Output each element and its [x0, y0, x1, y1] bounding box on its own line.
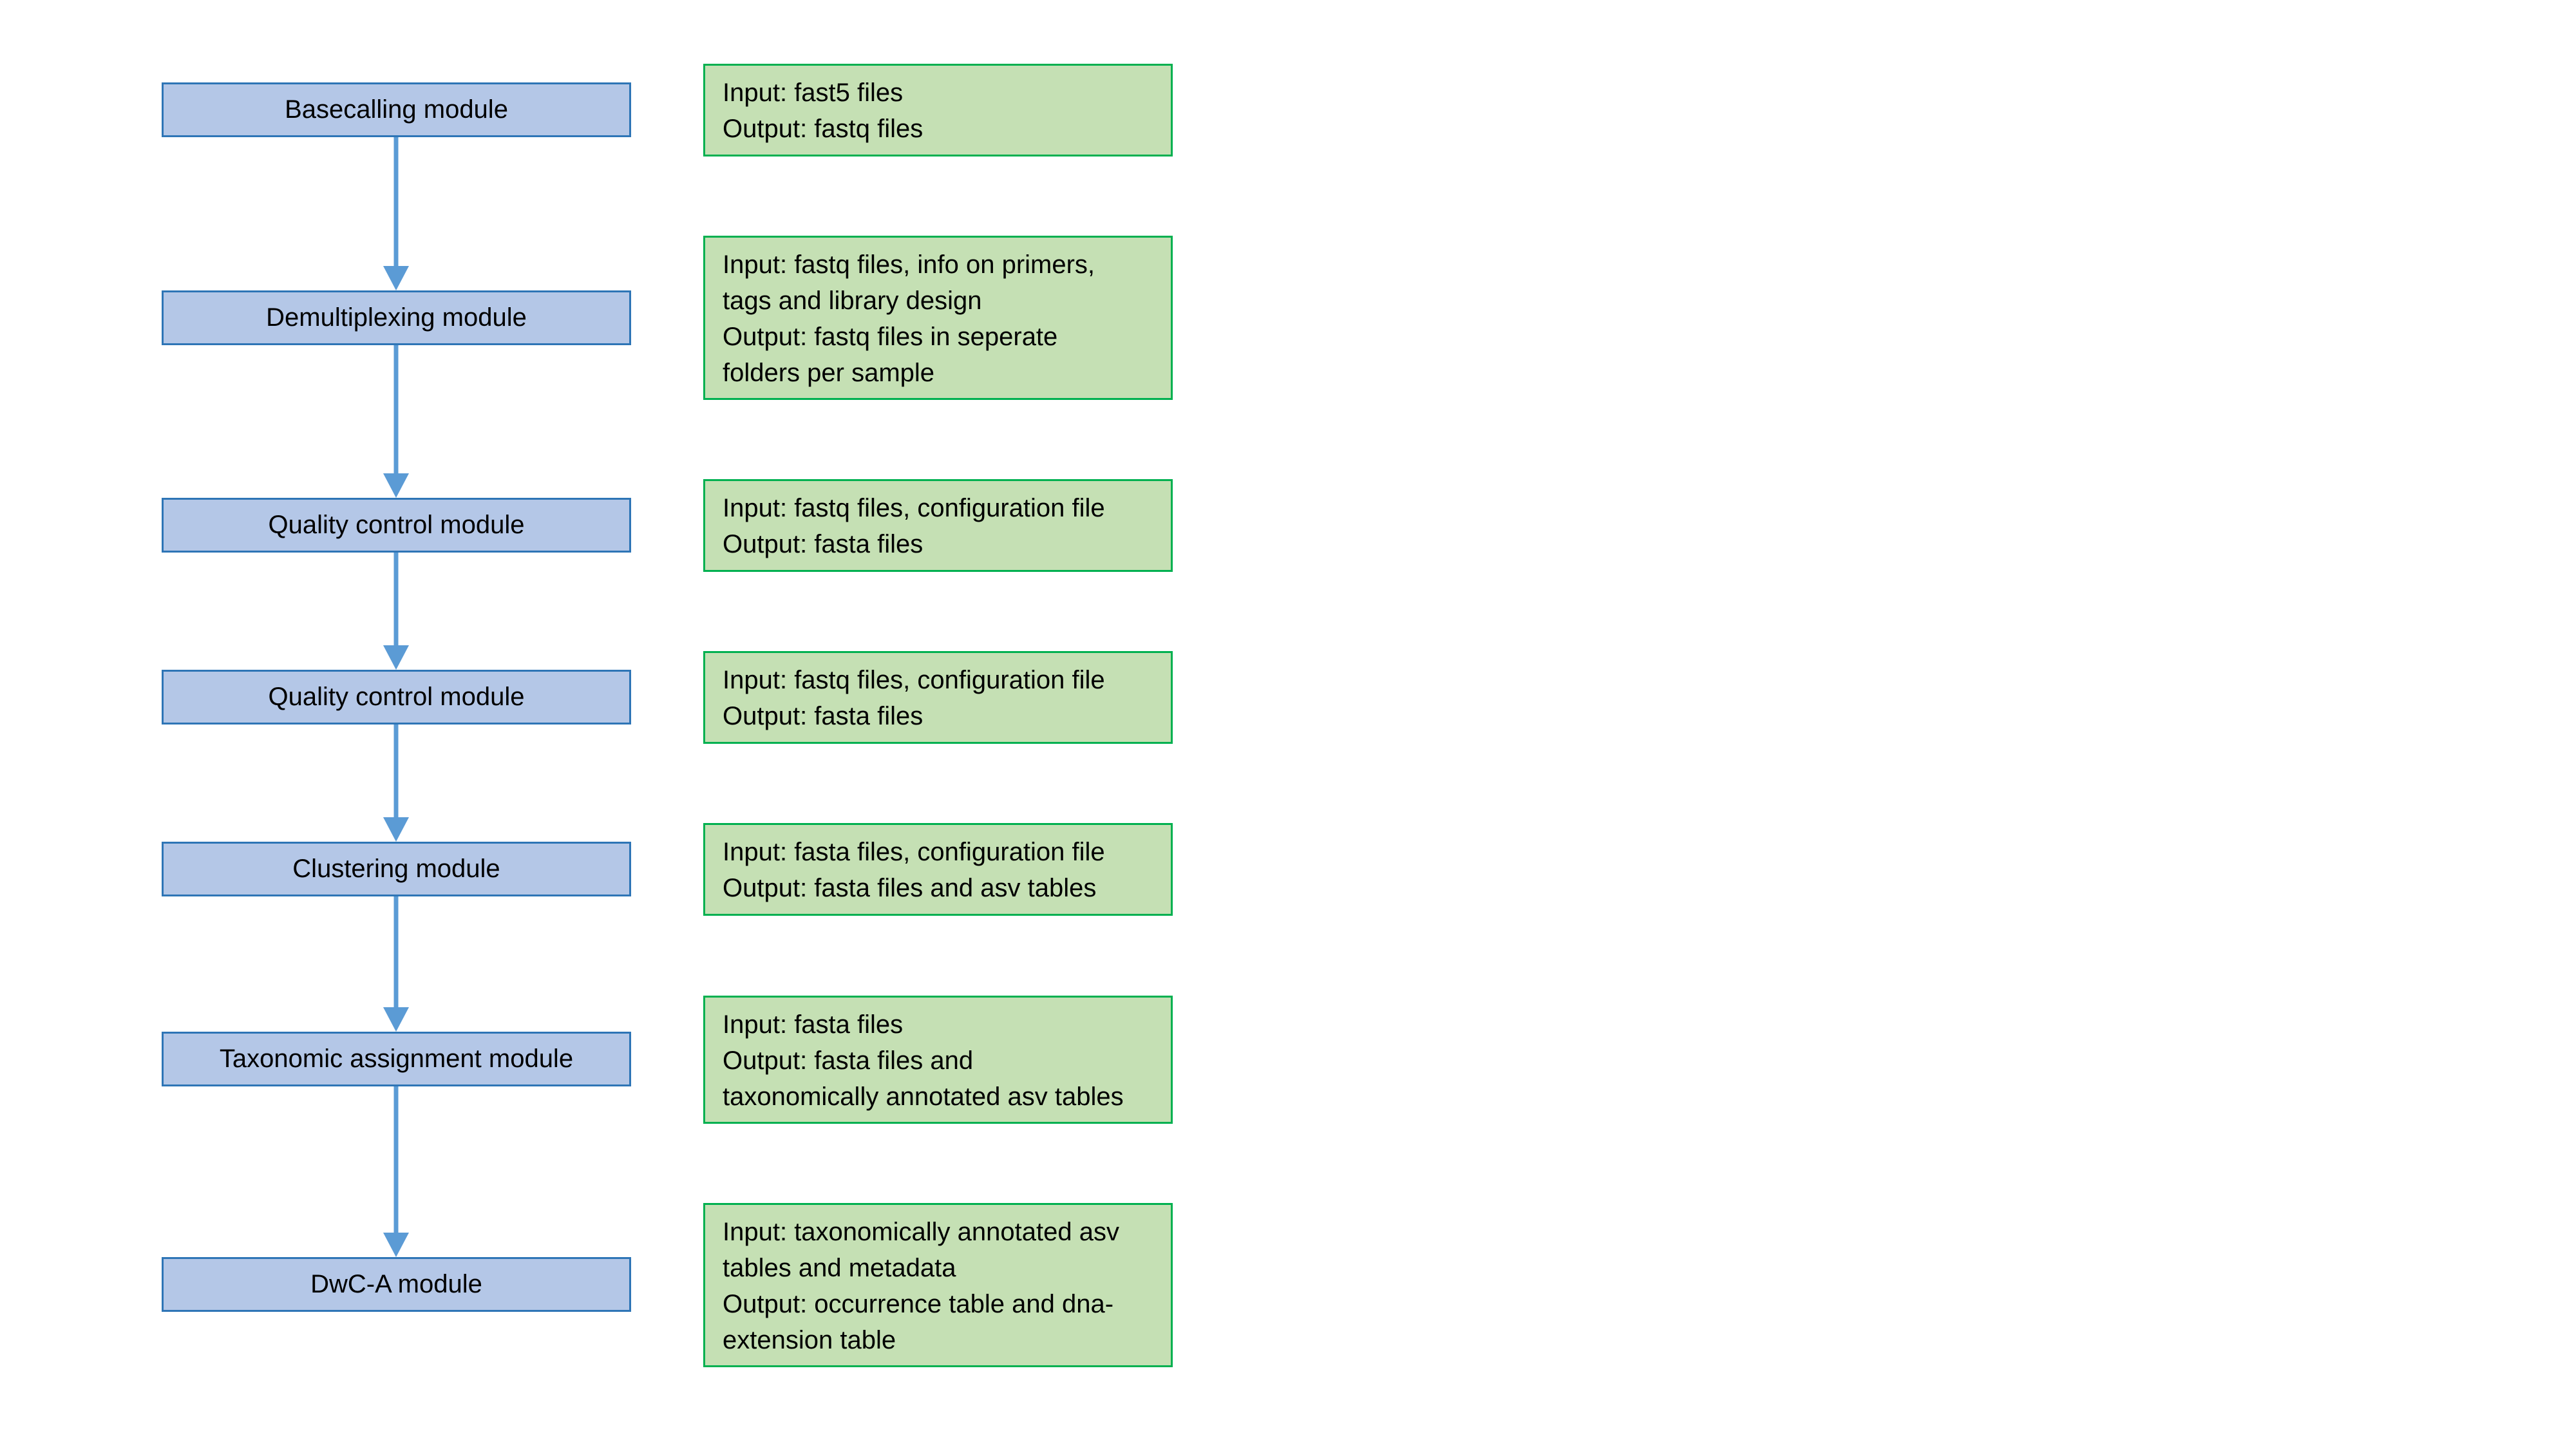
io-line: taxonomically annotated asv tables [723, 1083, 1124, 1111]
module-label: Demultiplexing module [266, 303, 527, 332]
io-line: extension table [723, 1326, 896, 1354]
arrow-head [383, 1233, 409, 1257]
arrow-head [383, 473, 409, 498]
arrow-head [383, 817, 409, 842]
module-label: DwC-A module [310, 1270, 482, 1298]
io-line: tags and library design [723, 287, 982, 315]
io-line: Input: fastq files, info on primers, [723, 251, 1095, 279]
io-line: Output: occurrence table and dna- [723, 1290, 1114, 1318]
quality-control-io-box: Input: fastq files, configuration file O… [703, 479, 1173, 572]
io-line: Output: fasta files [723, 530, 923, 558]
io-line: Input: fastq files, configuration file [723, 494, 1105, 522]
clustering-module-box: Clustering module [162, 842, 631, 896]
basecalling-io-box: Input: fast5 files Output: fastq files [703, 64, 1173, 156]
io-line: Input: fasta files, configuration file [723, 838, 1105, 866]
io-line: Output: fasta files and [723, 1046, 974, 1075]
quality-control-io-box-2: Input: fastq files, configuration file O… [703, 651, 1173, 744]
module-label: Quality control module [268, 683, 525, 711]
io-line: Output: fasta files and asv tables [723, 874, 1097, 902]
basecalling-module-box: Basecalling module [162, 82, 631, 137]
io-line: Input: fastq files, configuration file [723, 666, 1105, 694]
quality-control-module-box-2: Quality control module [162, 670, 631, 724]
taxonomic-assignment-module-box: Taxonomic assignment module [162, 1032, 631, 1086]
module-label: Basecalling module [285, 95, 508, 124]
module-label: Clustering module [292, 855, 500, 883]
arrow-head [383, 1007, 409, 1032]
module-label: Quality control module [268, 511, 525, 539]
io-line: Output: fasta files [723, 702, 923, 730]
module-label: Taxonomic assignment module [219, 1045, 574, 1073]
dwc-a-io-box: Input: taxonomically annotated asv table… [703, 1203, 1173, 1367]
io-line: folders per sample [723, 359, 935, 387]
clustering-io-box: Input: fasta files, configuration file O… [703, 823, 1173, 916]
demultiplexing-module-box: Demultiplexing module [162, 290, 631, 345]
quality-control-module-box: Quality control module [162, 498, 631, 553]
io-line: Output: fastq files in seperate [723, 323, 1058, 351]
io-line: Input: fasta files [723, 1010, 904, 1039]
arrow-head [383, 645, 409, 670]
io-line: Output: fastq files [723, 115, 923, 143]
demultiplexing-io-box: Input: fastq files, info on primers, tag… [703, 236, 1173, 400]
io-line: Input: fast5 files [723, 79, 904, 107]
taxonomic-assignment-io-box: Input: fasta files Output: fasta files a… [703, 996, 1173, 1124]
io-line: Input: taxonomically annotated asv [723, 1218, 1119, 1246]
io-line: tables and metadata [723, 1254, 956, 1282]
dwc-a-module-box: DwC-A module [162, 1257, 631, 1312]
arrow-head [383, 266, 409, 290]
